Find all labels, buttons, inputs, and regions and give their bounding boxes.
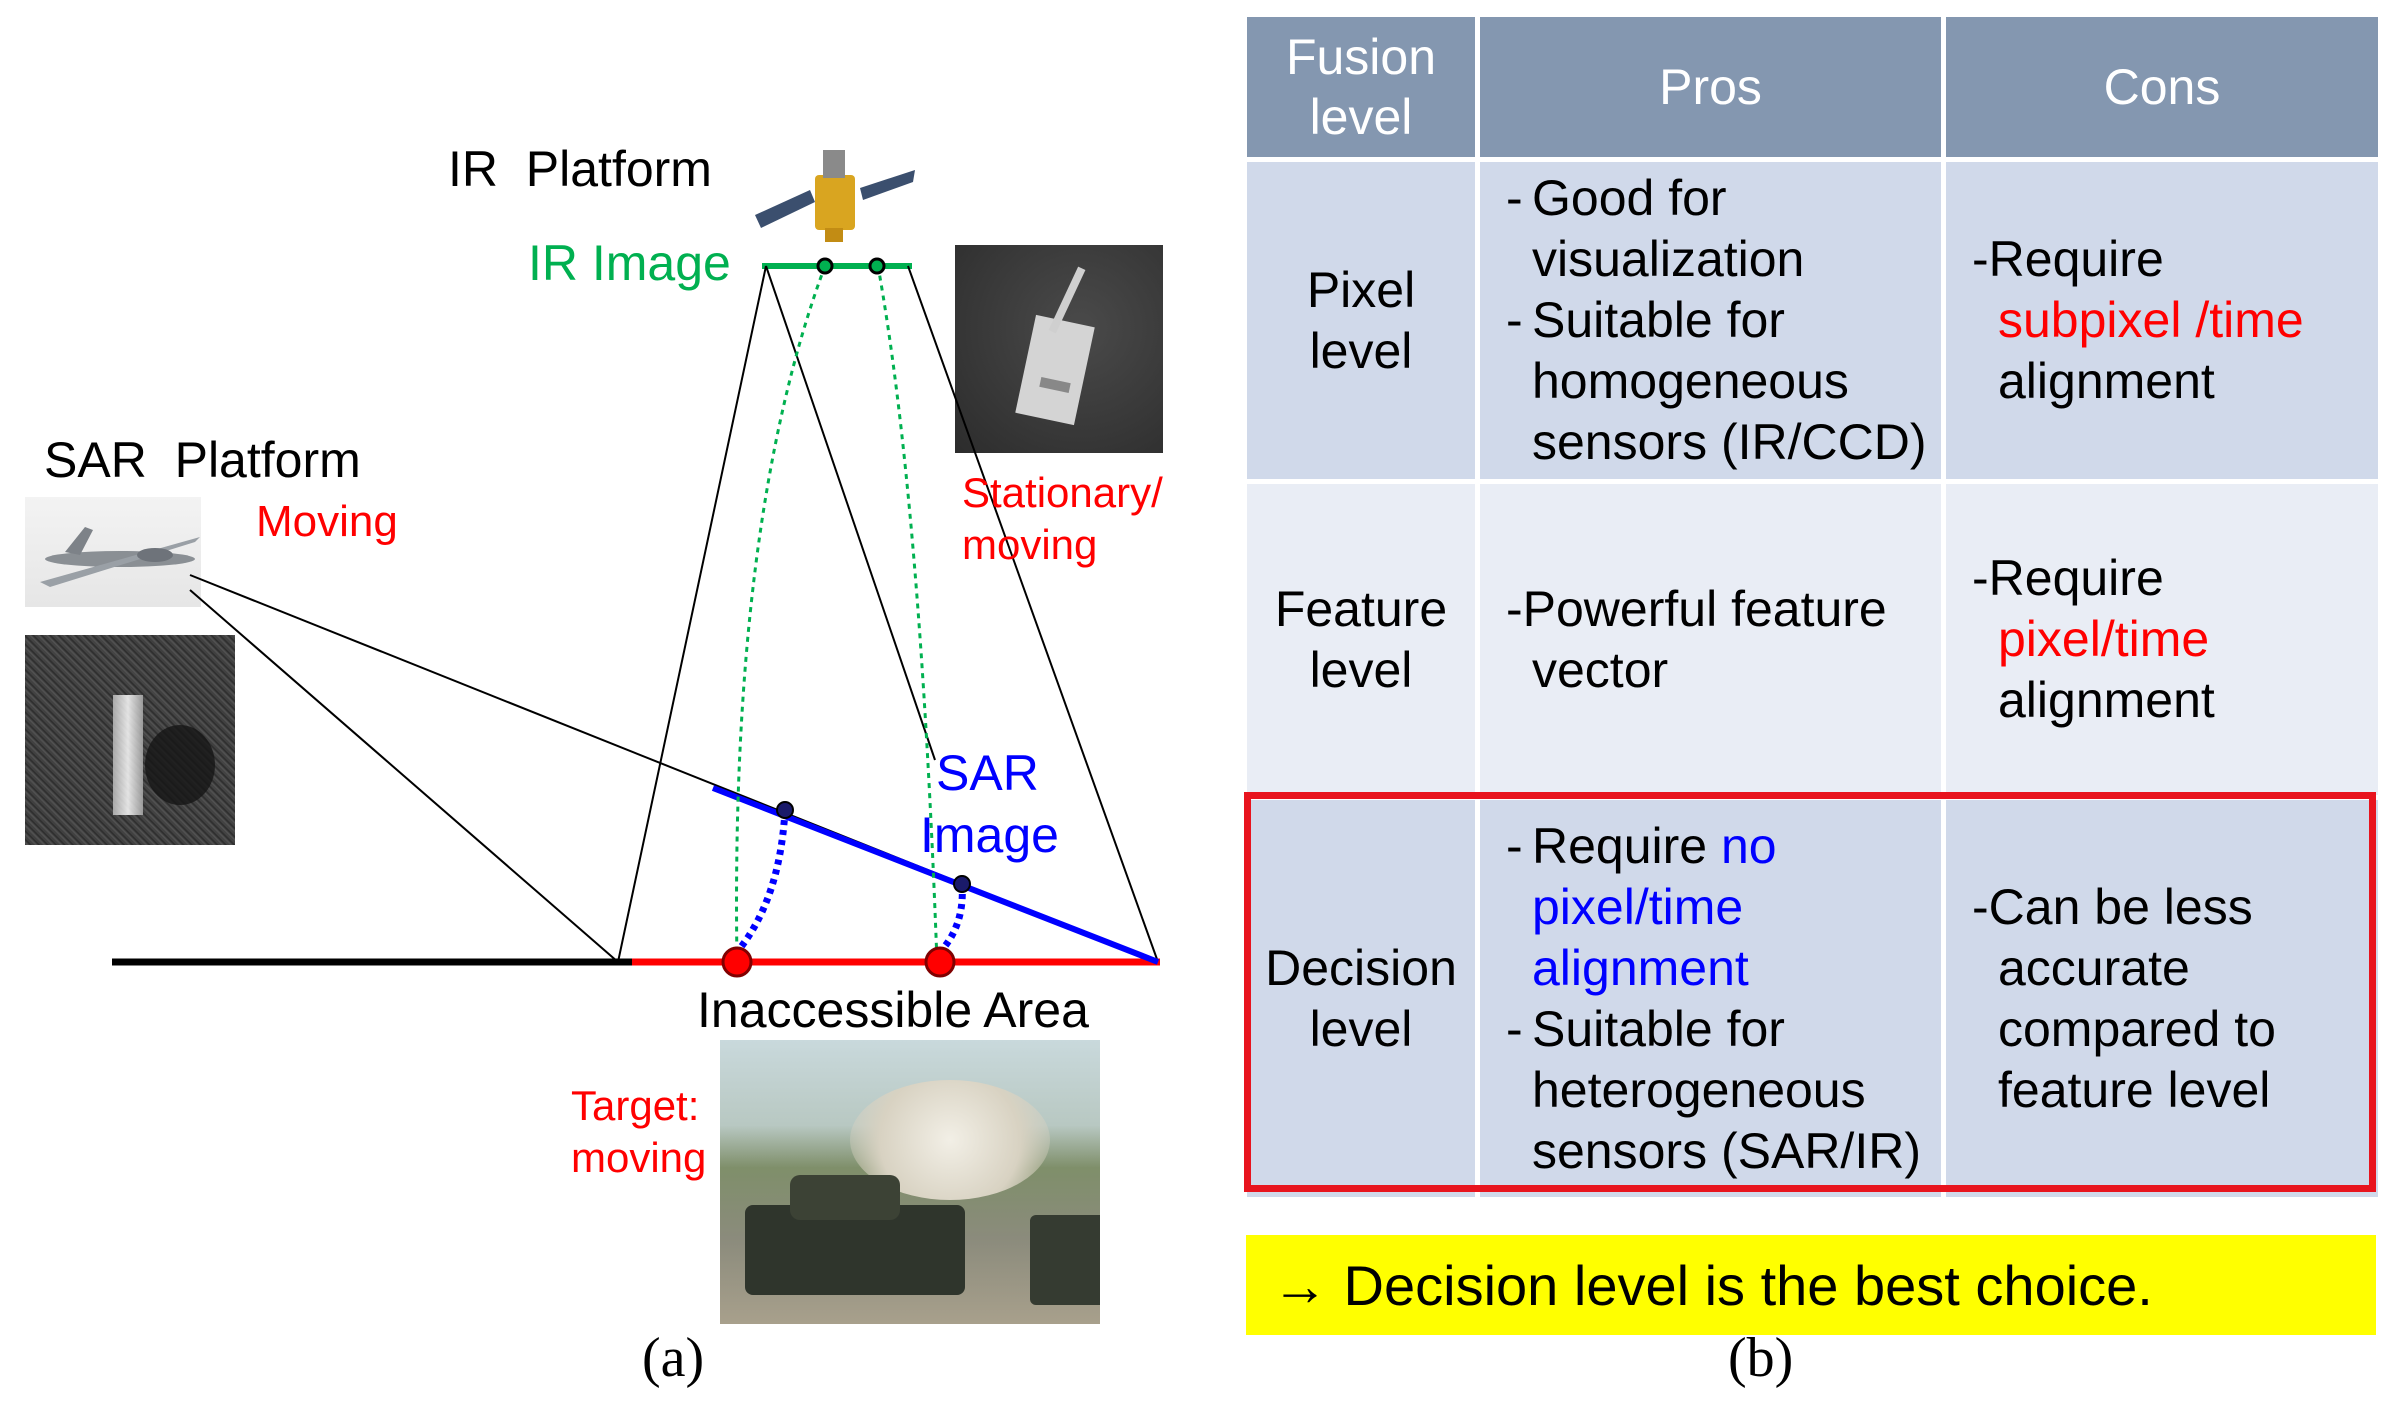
feature-level-line2: level: [1309, 641, 1413, 698]
feature-cons-1-text: -Require: [1972, 550, 2164, 606]
stationary-label-line2: moving: [962, 521, 1098, 568]
header-pros: Pros: [1475, 12, 1946, 162]
pixel-cons-cell: -Require subpixel /time alignment: [1941, 157, 2383, 484]
sar-moving-label: Moving: [256, 497, 398, 546]
feature-cons-2-text: pixel/time: [1998, 611, 2210, 667]
pixel-cons-1-text: -Require: [1972, 231, 2164, 287]
ir-cone-left-line: [617, 265, 767, 963]
decision-pros-2b-text: heterogeneous: [1532, 1061, 1866, 1118]
pixel-pros-2b-text: homogeneous: [1532, 353, 1849, 409]
header-fusion-level-text: Fusion level: [1285, 29, 1437, 145]
conclusion-text: → Decision level is the best choice.: [1272, 1253, 2153, 1317]
pixel-pros-cell: -Good for visualization -Suitable for ho…: [1475, 157, 1946, 484]
caption-a: (a): [642, 1327, 705, 1389]
decision-level-cell: Decision level: [1242, 795, 1480, 1202]
ir-image-label: IR Image: [528, 235, 731, 291]
decision-pros-item-1: -Require no: [1506, 816, 1927, 877]
decision-row-highlight: [1244, 792, 2376, 1192]
table-row-decision: Decision level -Require no pixel/time al…: [1242, 795, 2383, 1202]
ir-projection-left: [735, 265, 827, 963]
target-label-line1: Target:: [571, 1082, 700, 1129]
feature-level-line1: Feature: [1274, 580, 1448, 637]
feature-pros-1b-text: vector: [1532, 641, 1669, 698]
bullet-marker: -: [1506, 817, 1523, 874]
decision-level-line2: level: [1309, 1000, 1413, 1057]
pixel-cons-2-text: subpixel /time: [1998, 292, 2304, 348]
bullet-marker: -: [1506, 1000, 1523, 1057]
pixel-cons-3-text: alignment: [1998, 353, 2215, 409]
decision-cons-4-text: feature level: [1998, 1061, 2271, 1118]
decision-pros-item-2: -Suitable for: [1506, 999, 1927, 1060]
pixel-level-line1: Pixel: [1306, 261, 1416, 318]
feature-cons-3-text: alignment: [1998, 672, 2215, 728]
ir-projection-right: [876, 265, 939, 963]
decision-cons-2-text: accurate: [1998, 939, 2190, 996]
pixel-pros-1b-text: visualization: [1532, 231, 1805, 287]
ir-cone-right-line: [907, 265, 1159, 963]
header-fusion-level: Fusion level: [1242, 12, 1480, 162]
pixel-pros-item-2: -Suitable for: [1506, 290, 1927, 351]
table-row-feature: Feature level -Powerful feature vector -…: [1242, 479, 2383, 800]
target-dot-left: [721, 946, 753, 978]
caption-b: (b): [1728, 1327, 1794, 1389]
bullet-marker: -: [1506, 170, 1523, 226]
decision-pros-2c-text: sensors (SAR/IR): [1532, 1122, 1921, 1179]
decision-cons-cell: -Can be less accurate compared to featur…: [1941, 795, 2383, 1202]
sensor-geometry-lines: [112, 257, 1160, 978]
table-header-row: Fusion level Pros Cons: [1242, 12, 2383, 162]
pixel-pros-item-1: -Good for: [1506, 168, 1927, 229]
pixel-pros-2-text: Suitable for: [1532, 292, 1785, 348]
decision-cons-3-text: compared to: [1998, 1000, 2276, 1057]
bullet-marker: -: [1506, 292, 1523, 348]
ir-pixel-dot-right: [868, 257, 886, 275]
feature-cons-cell: -Require pixel/time alignment: [1941, 479, 2383, 800]
ir-image-photo: [955, 245, 1163, 453]
feature-pros-cell: -Powerful feature vector: [1475, 479, 1946, 800]
decision-level-line1: Decision: [1265, 939, 1457, 996]
decision-pros-1c-text: alignment: [1532, 939, 1749, 996]
feature-level-cell: Feature level: [1242, 479, 1480, 800]
sar-image-label-line2: Image: [920, 807, 1059, 863]
pixel-level-line2: level: [1309, 322, 1413, 379]
decision-pros-2-text: Suitable for: [1532, 1000, 1785, 1057]
target-dot-right: [924, 946, 956, 978]
decision-pros-cell: -Require no pixel/time alignment -Suitab…: [1475, 795, 1946, 1202]
pixel-pros-1-text: Good for: [1532, 170, 1727, 226]
ir-pixel-dot-left: [816, 257, 834, 275]
feature-pros-1-text: -Powerful feature: [1506, 580, 1887, 637]
stationary-label-line1: Stationary/: [962, 469, 1163, 516]
inaccessible-area-label: Inaccessible Area: [697, 982, 1089, 1038]
fusion-level-table: Fusion level Pros Cons Pixel level -Good…: [1242, 12, 2383, 1202]
sar-pixel-dot-left: [776, 801, 794, 819]
sar-projection-left: [734, 809, 789, 955]
sar-pixel-dot-right: [953, 875, 971, 893]
header-cons: Cons: [1941, 12, 2383, 162]
decision-pros-1-text: Require: [1532, 817, 1721, 874]
decision-pros-1b-text: pixel/time: [1532, 878, 1744, 935]
target-label-line2: moving: [571, 1134, 707, 1181]
sar-platform-label: SAR Platform: [44, 432, 361, 488]
pixel-level-cell: Pixel level: [1242, 157, 1480, 484]
target-tank-photo: [720, 1040, 1100, 1324]
ir-platform-label: IR Platform: [448, 141, 712, 197]
pixel-pros-2c-text: sensors (IR/CCD): [1532, 414, 1927, 470]
sar-beam-lower-line: [189, 589, 619, 963]
table-row-pixel: Pixel level -Good for visualization -Sui…: [1242, 157, 2383, 484]
decision-cons-1-text: -Can be less: [1972, 878, 2253, 935]
sar-image-photo: [25, 635, 235, 845]
conclusion-banner: → Decision level is the best choice.: [1246, 1235, 2376, 1335]
satellite-icon: [755, 140, 915, 250]
sar-projection-right: [937, 883, 966, 955]
sar-aircraft-photo: [25, 497, 201, 607]
decision-pros-1-highlight: no: [1721, 817, 1777, 874]
sar-image-label-line1: SAR: [936, 745, 1039, 801]
ir-cross-line-1: [765, 265, 936, 761]
